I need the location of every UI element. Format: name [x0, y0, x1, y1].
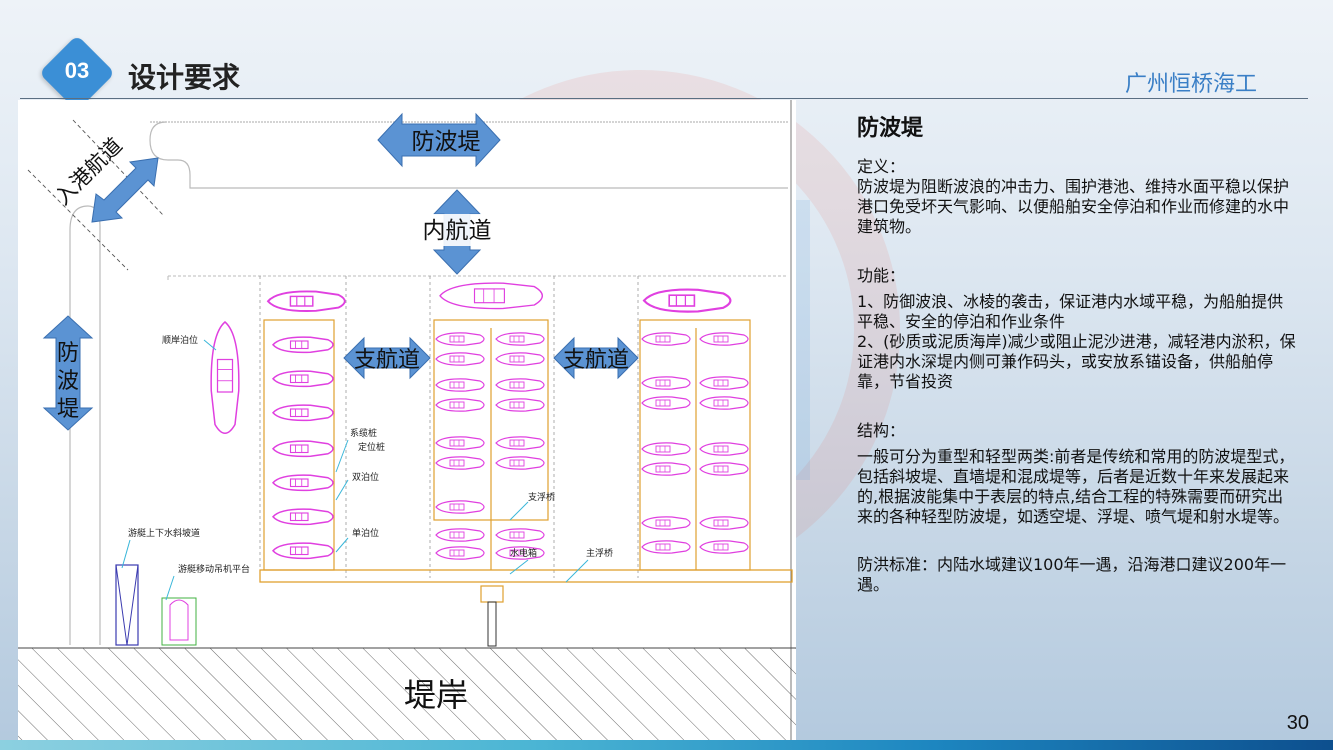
annot-mooring-pile: 系缆桩: [350, 427, 377, 439]
header-divider: [20, 98, 1308, 99]
function-item-1: 1、防御波浪、冰棱的袭击，保证港内水域平稳，为船舶提供平稳、安全的停泊和作业条件: [857, 292, 1284, 331]
label-breakwater-left-3: 堤: [57, 397, 79, 422]
label-branch-channel-left: 支航道: [354, 348, 420, 373]
annot-double-berth: 双泊位: [352, 471, 379, 483]
label-inner-channel: 内航道: [423, 218, 492, 244]
footer-bar: [0, 740, 1333, 750]
annot-support-bridge: 支浮桥: [528, 491, 555, 503]
structure-label: 结构：: [857, 421, 906, 440]
branch-channel-right-arrow: [553, 336, 639, 380]
entry-channel-arrow: [91, 157, 159, 223]
structure-text: 一般可分为重型和轻型两类:前者是传统和常用的防波堤型式，包括斜坡堤、直墙堤和混成…: [857, 447, 1295, 526]
branch-channel-left-arrow: [343, 336, 431, 380]
definition-label: 定义：: [857, 157, 906, 176]
panel-title: 防波堤: [857, 116, 924, 141]
breakwater-top-arrow: [377, 112, 501, 168]
flood-standard: 防洪标准：内陆水域建议100年一遇，沿海港口建议200年一遇。: [857, 555, 1287, 594]
description-panel: 防波堤 定义： 防波堤为阻断波浪的冲击力、围护港池、维持水面平稳以保护港口免受坏…: [857, 110, 1297, 595]
annot-main-bridge: 主浮桥: [586, 547, 613, 559]
function-label: 功能：: [857, 266, 906, 285]
label-shore: 堤岸: [404, 676, 468, 714]
label-branch-channel-right: 支航道: [563, 348, 629, 373]
annot-crane-platform: 游艇移动吊机平台: [178, 563, 250, 575]
annot-shore-berth: 顺岸泊位: [162, 334, 198, 346]
annot-single-berth: 单泊位: [352, 527, 379, 539]
marina-layout-drawing: 防波堤 内航道 支航道 支航道 防 波 堤 入港航道 顺岸泊位 系缆桩 定位桩 …: [18, 100, 796, 740]
function-item-2: 2、(砂质或泥质海岸)减少或阻止泥沙进港，减轻港内淤积，保证港内水深堤内侧可兼作…: [857, 332, 1296, 391]
annot-slipway: 游艇上下水斜坡道: [128, 527, 200, 539]
annot-positioning-pile: 定位桩: [358, 441, 385, 453]
inner-channel-arrow: [414, 189, 500, 275]
layout-svg: 防波堤 内航道 支航道 支航道 防 波 堤 入港航道 顺岸泊位 系缆桩 定位桩 …: [18, 100, 796, 740]
label-breakwater-top: 防波堤: [412, 129, 481, 155]
label-breakwater-left-1: 防: [57, 341, 79, 366]
company-name: 广州恒桥海工: [1124, 72, 1257, 97]
page-number: 30: [1286, 712, 1309, 734]
slide-title: 设计要求: [128, 61, 241, 94]
annot-water-power-box: 水电箱: [510, 547, 537, 559]
breakwater-left-arrow: [42, 315, 94, 431]
label-breakwater-left-2: 波: [57, 369, 79, 394]
definition-text: 防波堤为阻断波浪的冲击力、围护港池、维持水面平稳以保护港口免受坏天气影响、以便船…: [857, 177, 1290, 236]
section-number: 03: [64, 58, 90, 83]
